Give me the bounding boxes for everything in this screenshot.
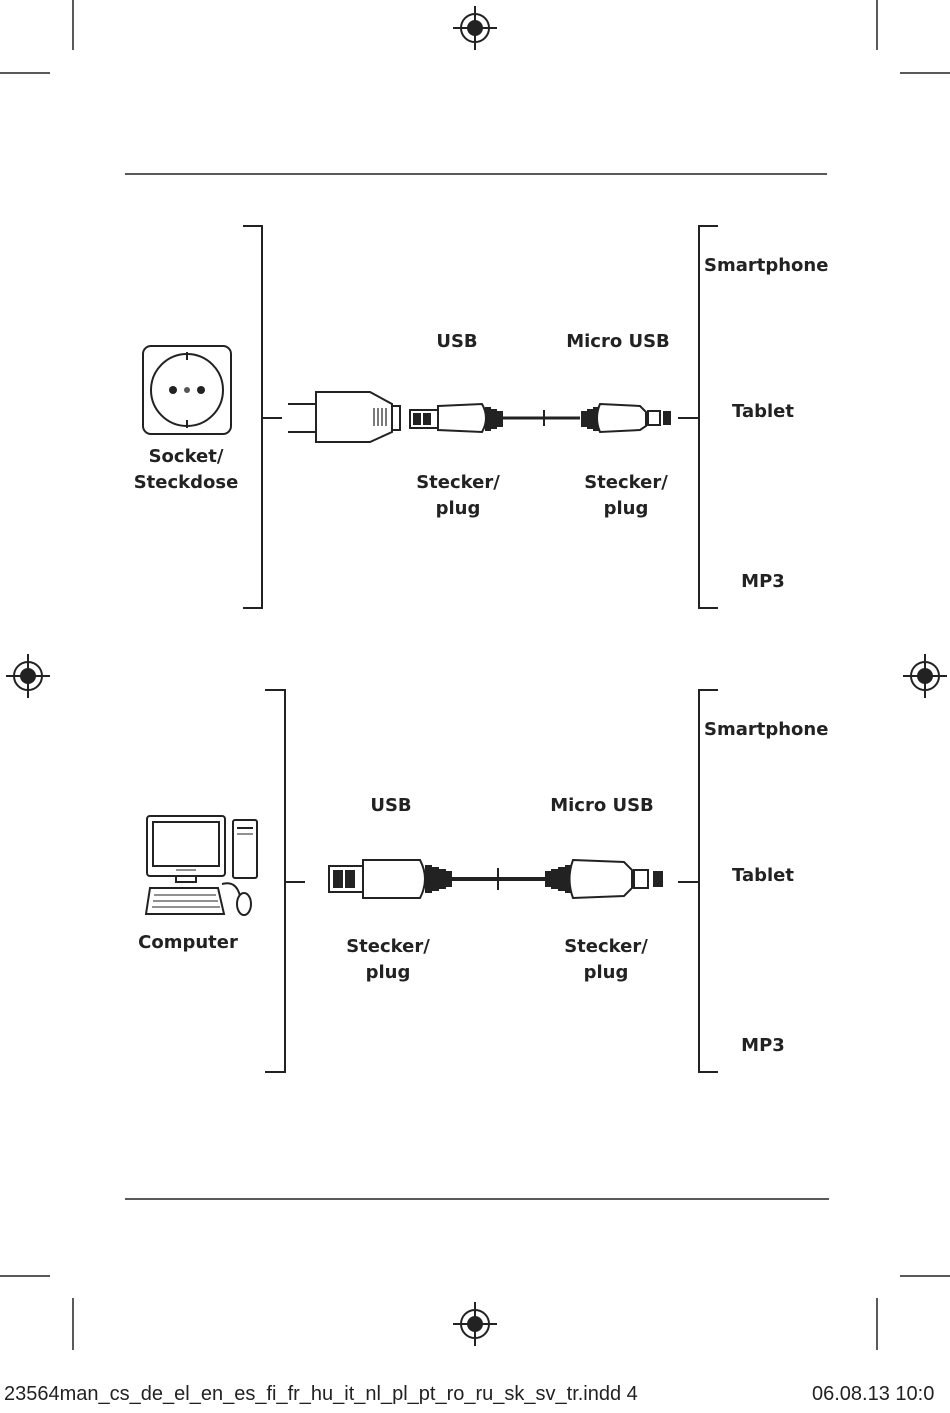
plug-right-label-bottom: Stecker/ plug	[546, 934, 666, 986]
usb-a-plug-icon-bottom	[329, 860, 451, 898]
device-mp3-bottom: MP3	[704, 1033, 822, 1059]
footer-date: 06.08.13 10:0	[812, 1383, 934, 1406]
device-smartphone-bottom: Smartphone	[704, 717, 822, 743]
plug-right-line2-bottom: plug	[546, 960, 666, 986]
plug-left-line2-bottom: plug	[328, 960, 448, 986]
cable-bottom	[451, 868, 546, 890]
footer-filename: 23564man_cs_de_el_en_es_fi_fr_hu_it_nl_p…	[4, 1383, 638, 1406]
computer-icon	[146, 816, 257, 915]
usb-label-bottom: USB	[364, 793, 418, 819]
left-bracket-bottom	[265, 690, 285, 1072]
computer-label: Computer	[128, 930, 248, 956]
micro-usb-label-bottom: Micro USB	[550, 793, 654, 819]
micro-usb-plug-icon-bottom	[546, 860, 662, 898]
plug-right-line1-bottom: Stecker/	[546, 934, 666, 960]
device-tablet-bottom: Tablet	[704, 863, 822, 889]
plug-left-line1-bottom: Stecker/	[328, 934, 448, 960]
plug-left-label-bottom: Stecker/ plug	[328, 934, 448, 986]
